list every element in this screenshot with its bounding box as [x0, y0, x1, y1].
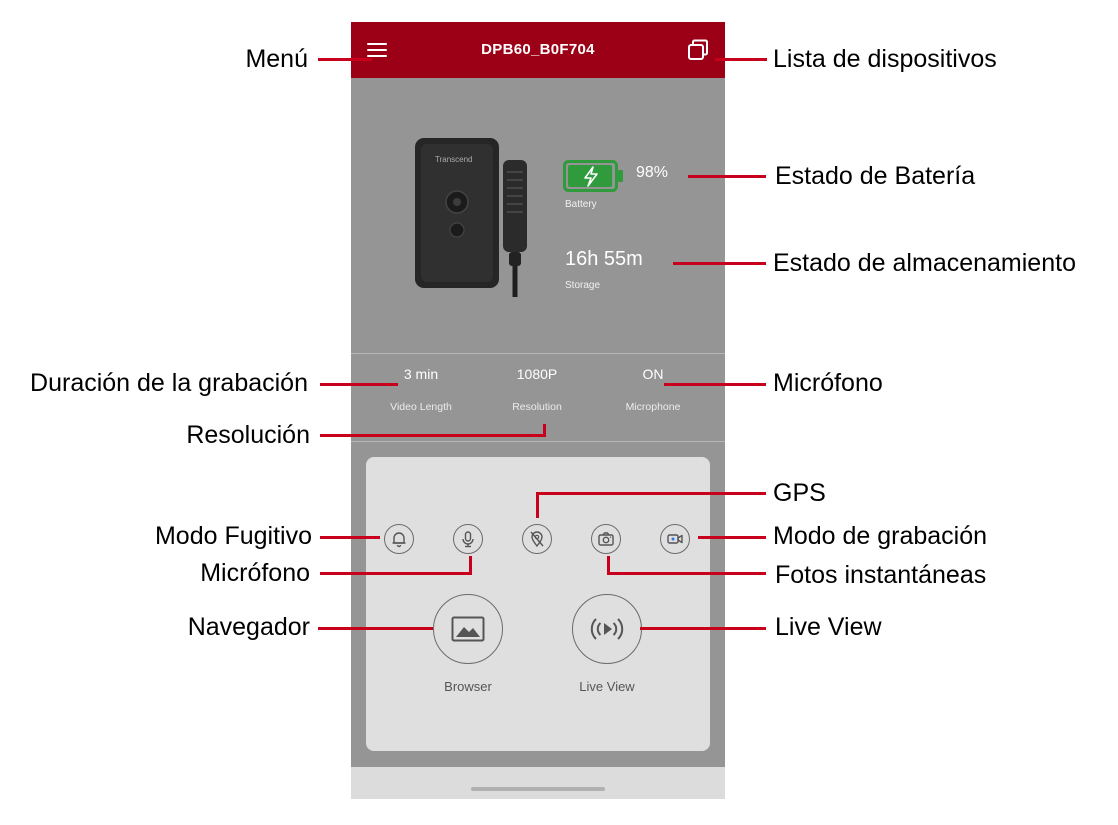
annotation-browser: Navegador: [187, 613, 310, 641]
leader-line: [607, 572, 766, 575]
microphone-icon: [462, 531, 474, 548]
leader-line: [607, 556, 610, 575]
leader-line: [673, 262, 766, 265]
browser-label: Browser: [444, 679, 492, 694]
resolution-value: 1080P: [516, 366, 558, 382]
annotation-record-mode: Modo de grabación: [773, 522, 988, 550]
camera-icon: [598, 532, 614, 546]
device-logo: Transcend: [435, 155, 473, 164]
leader-line: [698, 536, 766, 539]
annotation-gps: GPS: [773, 479, 826, 507]
live-view-button[interactable]: [572, 594, 642, 664]
browser-button[interactable]: [433, 594, 503, 664]
leader-line: [320, 434, 546, 437]
video-record-icon: [667, 534, 683, 544]
battery-label: Battery: [565, 199, 597, 210]
microphone-value: ON: [642, 366, 664, 382]
top-bar: DPB60_B0F704: [351, 22, 725, 78]
leader-line: [469, 556, 472, 575]
live-view-icon: [590, 618, 624, 640]
battery-icon: [563, 160, 623, 192]
stat-video-length: 3 min Video Length: [359, 364, 483, 413]
device-list-button[interactable]: [685, 37, 711, 63]
annotation-resolution: Resolución: [186, 421, 310, 449]
divider: [351, 441, 725, 442]
storage-label: Storage: [565, 280, 601, 291]
camera-device-image: Transcend: [415, 138, 527, 297]
snapshot-button[interactable]: [591, 524, 621, 554]
video-length-label: Video Length: [390, 401, 452, 413]
device-name-title: DPB60_B0F704: [481, 41, 595, 58]
annotation-storage-status: Estado de almacenamiento: [773, 249, 1076, 277]
leader-line: [536, 492, 539, 518]
annotation-device-list: Lista de dispositivos: [773, 45, 997, 73]
home-indicator: [471, 787, 605, 791]
leader-line: [320, 572, 472, 575]
bell-icon: [392, 532, 406, 548]
annotation-fugitive-mode: Modo Fugitivo: [154, 522, 312, 550]
annotation-live-view: Live View: [775, 613, 882, 641]
bottom-area: [351, 767, 725, 799]
leader-line: [320, 536, 380, 539]
leader-line: [688, 175, 766, 178]
gps-button[interactable]: [522, 524, 552, 554]
leader-line: [320, 383, 398, 386]
menu-button[interactable]: [365, 38, 389, 62]
gps-off-icon: [530, 531, 544, 548]
annotation-menu: Menú: [245, 45, 308, 73]
app-screen: DPB60_B0F704 Transcend 98% Battery: [351, 22, 725, 799]
leader-line: [664, 383, 766, 386]
leader-line: [536, 492, 766, 495]
annotation-video-length: Duración de la grabación: [30, 369, 308, 397]
leader-line: [543, 424, 546, 437]
annotation-battery-status: Estado de Batería: [775, 162, 976, 190]
microphone-toggle-button[interactable]: [453, 524, 483, 554]
annotation-microphone-status: Micrófono: [773, 369, 883, 397]
annotation-snapshot: Fotos instantáneas: [775, 561, 987, 589]
live-view-label: Live View: [579, 679, 635, 694]
leader-line: [715, 58, 767, 61]
battery-percentage: 98%: [636, 164, 669, 181]
resolution-label: Resolution: [512, 401, 562, 413]
stat-microphone: ON Microphone: [591, 364, 715, 413]
fugitive-mode-button[interactable]: [384, 524, 414, 554]
video-length-value: 3 min: [403, 366, 439, 382]
storage-remaining: 16h 55m: [565, 248, 643, 270]
device-list-icon: [688, 39, 708, 60]
record-mode-button[interactable]: [660, 524, 690, 554]
microphone-label: Microphone: [625, 401, 681, 413]
gallery-icon: [451, 616, 485, 642]
leader-line: [640, 627, 766, 630]
divider: [351, 353, 725, 354]
annotation-microphone-toggle: Micrófono: [200, 559, 310, 587]
leader-line: [318, 627, 433, 630]
stat-resolution: 1080P Resolution: [475, 364, 599, 413]
leader-line: [318, 58, 372, 61]
